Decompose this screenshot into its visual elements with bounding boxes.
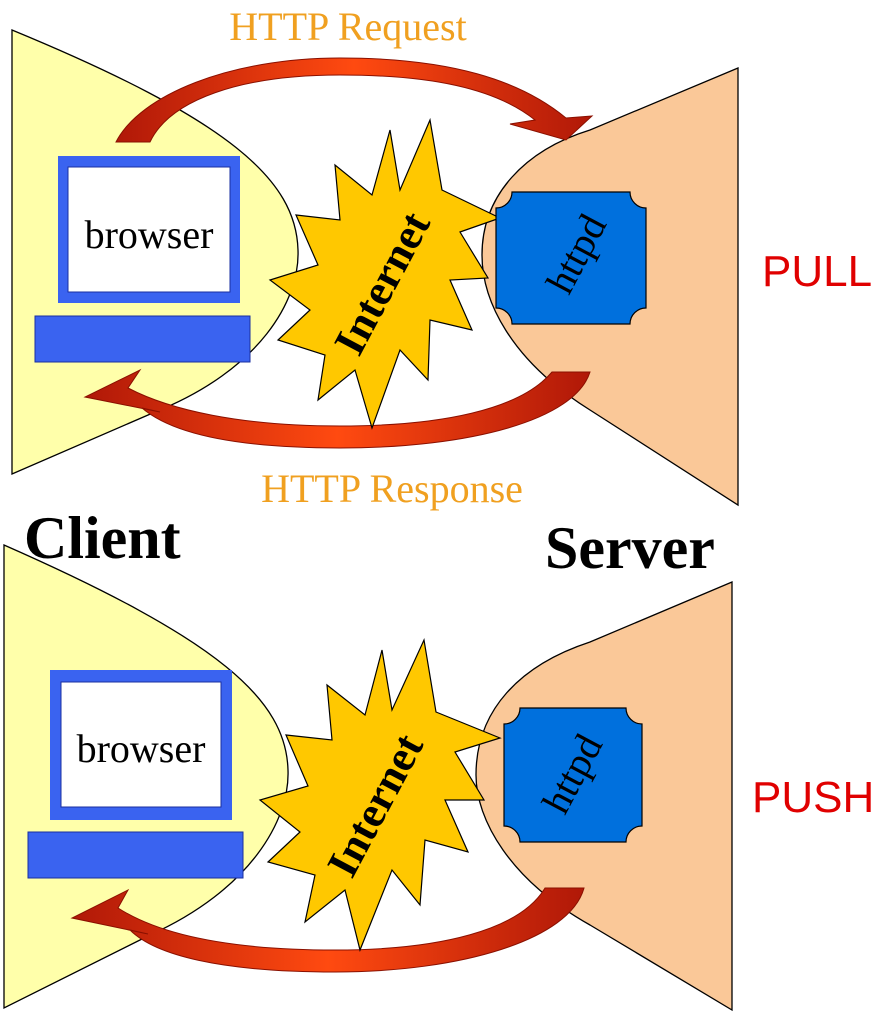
http-response-arrow [83,368,591,449]
pull-diagram: browser Internet httpd HTTP Request HTTP… [11,4,872,511]
push-diagram: browser Internet httpd PUSH [3,544,874,1012]
push-mode-label: PUSH [752,773,874,822]
keyboard-base [27,831,244,879]
push-arrow [70,887,585,973]
browser-label: browser [85,212,214,257]
client-label: Client [24,505,181,571]
http-response-label: HTTP Response [261,466,523,511]
monitor-screen [60,681,222,808]
http-request-label: HTTP Request [229,4,466,49]
http-request-arrow [115,57,594,143]
httpd-box [495,191,647,325]
pull-mode-label: PULL [762,247,872,296]
keyboard-base [34,315,251,363]
monitor-screen [67,166,231,293]
httpd-box [503,707,643,843]
browser-label: browser [77,726,206,771]
internet-burst [258,637,502,952]
server-label: Server [545,515,715,581]
